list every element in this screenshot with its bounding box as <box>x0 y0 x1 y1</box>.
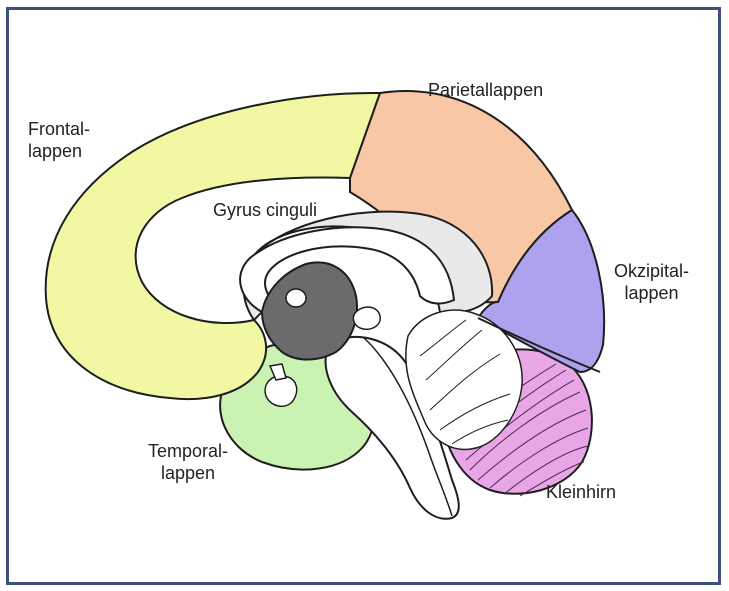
interthalamic-adhesion <box>286 289 306 307</box>
occipital-lobe-label: Okzipital- lappen <box>614 260 689 304</box>
parietal-lobe-label: Parietallappen <box>428 79 543 101</box>
cerebellum-label: Kleinhirn <box>546 481 616 503</box>
temporal-lobe-label: Temporal- lappen <box>148 440 228 484</box>
ventricle <box>262 262 357 359</box>
frontal-label-line2: lappen <box>28 140 90 162</box>
occipital-label-line1: Okzipital- <box>614 260 689 282</box>
temporal-label-line2: lappen <box>148 462 228 484</box>
frontal-label-line1: Frontal- <box>28 118 90 140</box>
frontal-lobe-label: Frontal- lappen <box>28 118 90 162</box>
gyrus-cinguli-label: Gyrus cinguli <box>213 200 317 221</box>
occipital-label-line2: lappen <box>614 282 689 304</box>
pineal-region <box>353 307 380 329</box>
pituitary <box>265 376 297 407</box>
temporal-label-line1: Temporal- <box>148 440 228 462</box>
